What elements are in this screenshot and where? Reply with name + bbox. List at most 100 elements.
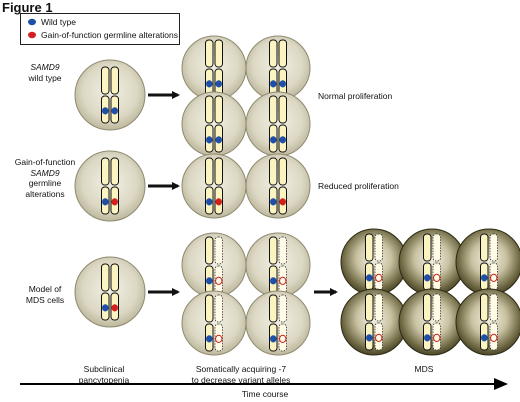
lost-chromatid xyxy=(489,293,498,322)
lost-chromatid xyxy=(214,265,223,294)
cell xyxy=(398,228,466,296)
cell xyxy=(455,228,520,296)
cell-membrane xyxy=(74,150,146,222)
cell xyxy=(340,228,408,296)
row-label-line: alterations xyxy=(25,188,65,199)
lost-variant-allele-outline xyxy=(433,333,441,342)
cell-membrane xyxy=(245,35,311,101)
wild-type-allele-dot xyxy=(102,107,109,115)
variant-allele-dot xyxy=(111,198,118,206)
outcome-normal-proliferation: Normal proliferation xyxy=(318,91,393,101)
timeline-arrowhead-icon xyxy=(494,378,508,390)
wild-type-allele-dot xyxy=(366,274,373,282)
lost-variant-allele-outline xyxy=(375,273,383,282)
chromatid xyxy=(214,157,223,186)
gene-name: SAMD9 xyxy=(30,167,60,178)
lost-variant-allele-outline xyxy=(279,276,287,285)
row-label-line: wild type xyxy=(28,72,62,83)
chromatid xyxy=(205,294,214,323)
cell-membrane xyxy=(181,35,247,101)
chromatid xyxy=(205,39,214,68)
variant-allele-dot xyxy=(279,198,286,206)
wild-type-allele-dot xyxy=(206,198,213,206)
lost-chromatid xyxy=(374,262,383,291)
wild-type-allele-dot xyxy=(102,304,109,312)
cell xyxy=(340,288,408,356)
cell xyxy=(181,290,247,356)
wild-type-allele-dot xyxy=(206,136,213,144)
lost-chromatid xyxy=(278,323,287,352)
cell xyxy=(181,153,247,219)
wild-type-allele-dot xyxy=(270,136,277,144)
chromatid xyxy=(205,95,214,124)
chromatid xyxy=(110,157,119,186)
lost-chromatid xyxy=(278,236,287,265)
row-label-wild-type: SAMD9 wild type xyxy=(10,62,80,83)
row-label-line: Gain-of-function xyxy=(14,157,76,167)
chromatid xyxy=(365,233,374,262)
wild-type-allele-dot xyxy=(215,136,222,144)
lost-chromatid xyxy=(374,293,383,322)
lost-variant-allele-outline xyxy=(215,334,223,343)
lost-chromatid xyxy=(489,233,498,262)
wild-type-allele-dot xyxy=(366,334,373,342)
chromatid xyxy=(278,95,287,124)
chromatid xyxy=(214,95,223,124)
cells-layer xyxy=(74,35,520,356)
cell-membrane xyxy=(455,288,520,356)
cell xyxy=(74,59,146,131)
stage-label-line: Subclinical xyxy=(83,364,125,374)
cell xyxy=(181,35,247,101)
lost-variant-allele-outline xyxy=(490,333,498,342)
lost-chromatid xyxy=(278,294,287,323)
lost-chromatid xyxy=(489,262,498,291)
stage-label-line: pancytopenia xyxy=(78,374,130,385)
lost-chromatid xyxy=(278,265,287,294)
row-label-line: Model of xyxy=(28,284,62,294)
stage-label-mds: MDS xyxy=(414,364,434,374)
lost-chromatid xyxy=(374,233,383,262)
chromatid xyxy=(101,66,110,95)
lost-chromatid xyxy=(489,322,498,351)
chromatid xyxy=(110,66,119,95)
cell-membrane xyxy=(181,91,247,157)
lost-chromatid xyxy=(214,294,223,323)
timeline-label: Time course xyxy=(241,389,289,399)
cell-membrane xyxy=(245,290,311,356)
wild-type-allele-dot xyxy=(279,80,286,88)
cell-membrane xyxy=(340,288,408,356)
legend-label-wild-type: Wild type xyxy=(41,17,76,27)
chromatid xyxy=(110,263,119,292)
cell xyxy=(181,91,247,157)
wild-type-allele-dot xyxy=(206,335,213,343)
chromatid xyxy=(101,157,110,186)
outcome-reduced-proliferation: Reduced proliferation xyxy=(318,181,399,191)
stage-label-line: Somatically acquiring -7 xyxy=(195,364,287,374)
lost-variant-allele-outline xyxy=(215,276,223,285)
cell-membrane xyxy=(181,290,247,356)
lost-chromatid xyxy=(432,322,441,351)
lost-chromatid xyxy=(214,323,223,352)
cell xyxy=(181,232,247,298)
timeline-axis xyxy=(20,383,498,385)
lost-chromatid xyxy=(432,262,441,291)
cell xyxy=(455,288,520,356)
row-label-gain-of-function: Gain-of-function SAMD9 germline alterati… xyxy=(6,157,84,200)
cell-membrane xyxy=(245,153,311,219)
chromatid xyxy=(423,293,432,322)
cell-membrane xyxy=(74,256,146,328)
cell xyxy=(74,150,146,222)
wild-type-allele-dot xyxy=(270,277,277,285)
wild-type-allele-dot xyxy=(424,274,431,282)
wild-type-allele-dot xyxy=(481,334,488,342)
blue-dot-icon xyxy=(28,18,36,26)
lost-variant-allele-outline xyxy=(279,334,287,343)
arrows-layer xyxy=(148,91,338,296)
lost-variant-allele-outline xyxy=(375,333,383,342)
wild-type-allele-dot xyxy=(206,277,213,285)
chromatid xyxy=(278,157,287,186)
stage-label-somatic: Somatically acquiring -7 to decrease var… xyxy=(178,364,304,385)
chromatid xyxy=(278,39,287,68)
red-dot-icon xyxy=(28,31,36,39)
lost-chromatid xyxy=(432,233,441,262)
